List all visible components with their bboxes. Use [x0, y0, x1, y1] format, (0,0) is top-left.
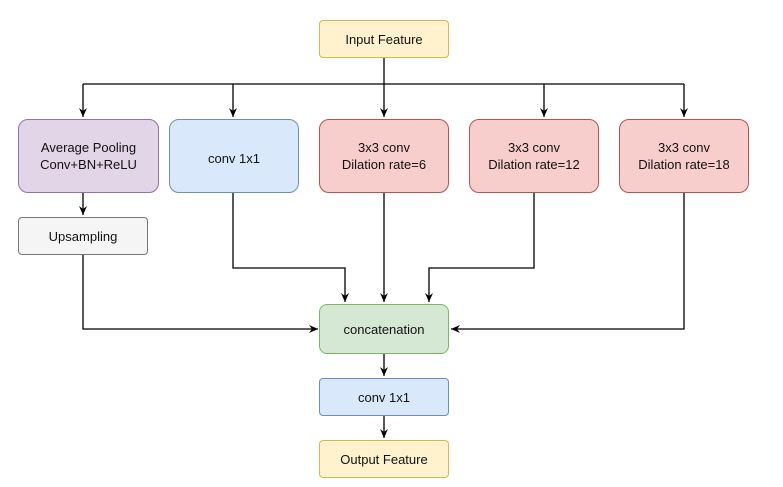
upsampling-node: Upsampling [18, 217, 148, 255]
dilated-conv-rate12-label-line2: Dilation rate=12 [488, 157, 580, 172]
edge-dil12-to-concat [425, 193, 535, 302]
dilated-conv-rate12-node: 3x3 conv Dilation rate=12 [469, 119, 599, 193]
input-feature-node: Input Feature [319, 20, 449, 58]
conv1x1-top-label: conv 1x1 [207, 151, 261, 166]
upsampling-label: Upsampling [48, 228, 118, 244]
concatenation-label: concatenation [343, 321, 425, 337]
output-feature-label: Output Feature [340, 451, 428, 467]
edge-upsampling-to-concat [82, 255, 318, 333]
average-pooling-label-line2: Conv+BN+ReLU [40, 157, 137, 172]
dilated-conv-rate6-node: 3x3 conv Dilation rate=6 [319, 119, 449, 193]
dilated-conv-rate18-label-line2: Dilation rate=18 [638, 157, 730, 172]
conv1x1-bottom-node: conv 1x1 [319, 378, 449, 416]
average-pooling-label-line1: Average Pooling [40, 140, 137, 155]
dilated-conv-rate6-label-line2: Dilation rate=6 [341, 157, 427, 172]
conv1x1-top-node: conv 1x1 [169, 119, 299, 193]
conv1x1-bottom-label: conv 1x1 [357, 389, 411, 405]
concatenation-node: concatenation [319, 304, 449, 354]
dilated-conv-rate18-label-line1: 3x3 conv [657, 140, 711, 155]
average-pooling-node: Average Pooling Conv+BN+ReLU [18, 119, 159, 193]
dilated-conv-rate12-label-line1: 3x3 conv [507, 140, 561, 155]
dilated-conv-rate6-label-line1: 3x3 conv [357, 140, 411, 155]
dilated-conv-rate18-node: 3x3 conv Dilation rate=18 [619, 119, 749, 193]
edge-dil18-to-concat [451, 193, 685, 333]
edge-conv1x1-to-concat [232, 193, 349, 302]
output-feature-node: Output Feature [319, 440, 449, 478]
input-feature-label: Input Feature [345, 31, 423, 47]
